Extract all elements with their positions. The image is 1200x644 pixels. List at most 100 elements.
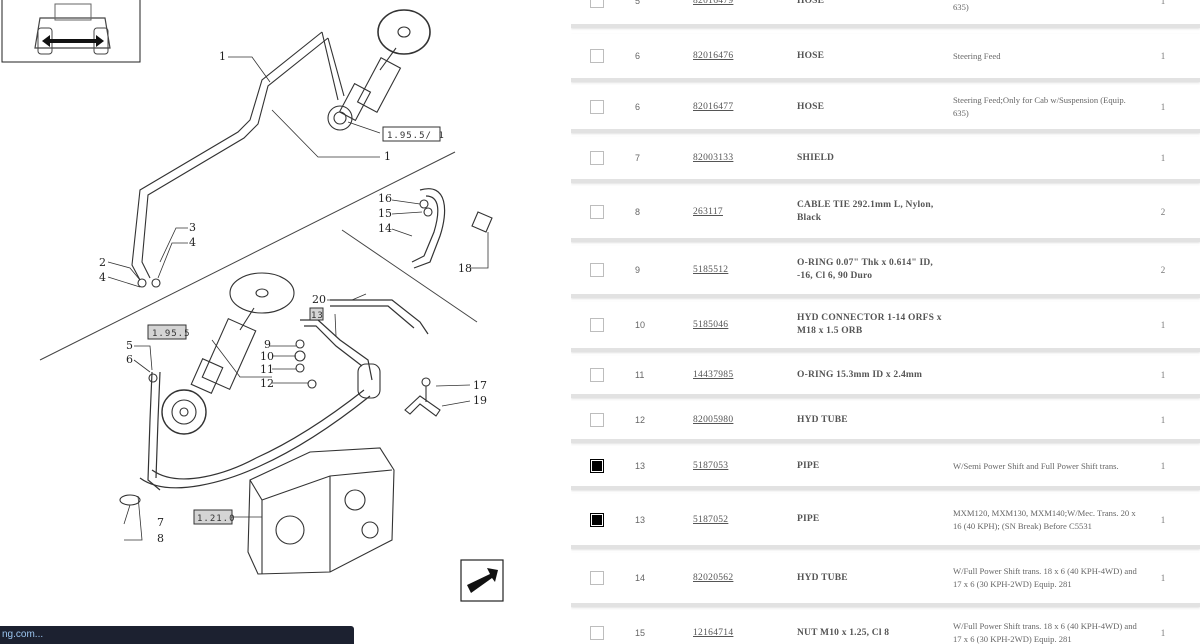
tractor-thumbnail[interactable] xyxy=(1,0,141,63)
row-checkbox[interactable] xyxy=(590,246,604,294)
part-number-link[interactable]: 82016477 xyxy=(693,102,734,112)
part-number-link[interactable]: 82016476 xyxy=(693,51,734,61)
part-remarks xyxy=(953,137,1143,179)
part-number-link[interactable]: 5187052 xyxy=(693,514,729,525)
part-remarks xyxy=(953,356,1143,394)
part-number-link[interactable]: 263117 xyxy=(693,207,723,217)
callout-label: 14 xyxy=(378,222,392,235)
ref-box-13[interactable]: 13 xyxy=(309,307,324,321)
row-checkbox[interactable] xyxy=(590,186,604,238)
parts-diagram: 1 1 2 3 4 4 5 6 7 8 9 10 11 12 14 15 16 … xyxy=(0,0,560,644)
part-remarks: W/Full Power Shift trans. 18 x 6 (40 KPH… xyxy=(953,621,1137,644)
item-number: 5 xyxy=(635,0,641,6)
leader-lines xyxy=(107,56,489,541)
part-quantity: 1 xyxy=(1160,628,1166,638)
item-number: 9 xyxy=(635,265,641,275)
part-remarks xyxy=(953,302,1143,348)
callout-label: 7 xyxy=(157,516,164,529)
part-remarks: Steering Feed;Only for Cab w/Suspension … xyxy=(953,2,969,12)
callout-label: 2 xyxy=(99,256,106,269)
part-remarks xyxy=(953,186,1143,238)
bracket xyxy=(404,395,441,417)
part-remarks: W/Full Power Shift trans. 18 x 6 (40 KPH… xyxy=(953,566,1137,589)
part-number-link[interactable]: 12164714 xyxy=(693,628,734,638)
part-quantity: 1 xyxy=(1160,415,1166,425)
row-checkbox[interactable] xyxy=(590,34,604,78)
part-number-link[interactable]: 5185512 xyxy=(693,265,729,275)
part-description: O-RING 15.3mm ID x 2.4mm xyxy=(797,369,923,380)
svg-text:1.95.5: 1.95.5 xyxy=(152,329,191,339)
table-row[interactable]: 9 5185512 O-RING 0.07" Thk x 0.614" ID, -1… xyxy=(571,246,1200,298)
row-checkbox[interactable] xyxy=(590,446,604,486)
callout-label: 15 xyxy=(378,207,392,220)
callout-label: 11 xyxy=(260,363,274,376)
part-number-link[interactable]: 82016479 xyxy=(693,0,734,6)
ref-box-1-95-5[interactable]: 1.95.5 xyxy=(147,324,191,340)
part-remarks: Steering Feed;Only for Cab w/Suspension … xyxy=(953,95,1126,118)
part-quantity: 1 xyxy=(1160,514,1166,525)
part-description: HOSE xyxy=(797,101,825,112)
svg-text:1.95.5/ 1: 1.95.5/ 1 xyxy=(387,131,445,141)
ref-box-1-95-5-1[interactable]: 1.95.5/ 1 xyxy=(382,126,445,142)
callout-label: 12 xyxy=(260,377,274,390)
row-checkbox[interactable] xyxy=(590,85,604,129)
transmission-housing xyxy=(247,447,395,575)
part-description: O-RING 0.07" Thk x 0.614" ID, -16, Cl 6,… xyxy=(797,258,933,281)
row-checkbox[interactable] xyxy=(590,137,604,179)
part-quantity: 1 xyxy=(1160,320,1166,330)
item-number: 6 xyxy=(635,51,641,61)
accumulator xyxy=(357,363,381,399)
row-checkbox[interactable] xyxy=(590,553,604,603)
next-page-arrow-icon[interactable] xyxy=(460,559,504,602)
part-number-link[interactable]: 5187053 xyxy=(693,461,729,471)
row-checkbox[interactable] xyxy=(590,356,604,394)
svg-text:1.21.0: 1.21.0 xyxy=(197,514,236,524)
callout-label: 16 xyxy=(378,192,392,205)
callout-label: 1 xyxy=(384,150,391,163)
part-number-link[interactable]: 82005980 xyxy=(693,415,734,425)
part-quantity: 1 xyxy=(1160,51,1166,61)
row-checkbox[interactable] xyxy=(590,494,604,545)
row-checkbox[interactable] xyxy=(590,302,604,348)
callout-label: 9 xyxy=(264,338,271,351)
part-quantity: 1 xyxy=(1160,461,1166,471)
callout-label: 20 xyxy=(312,293,326,306)
row-checkbox[interactable] xyxy=(590,0,604,24)
ref-box-1-21-0[interactable]: 1.21.0 xyxy=(193,509,236,525)
part-number-link[interactable]: 14437985 xyxy=(693,370,734,380)
part-remarks xyxy=(953,246,1143,294)
part-remarks: W/Semi Power Shift and Full Power Shift … xyxy=(953,460,1119,471)
part-number-link[interactable]: 5185046 xyxy=(693,320,729,330)
part-description: HOSE xyxy=(797,50,825,61)
status-bar-url: ng.com... xyxy=(0,626,354,644)
item-number: 13 xyxy=(635,461,646,471)
item-number: 10 xyxy=(635,320,646,330)
callout-label: 4 xyxy=(99,271,106,284)
part-number-link[interactable]: 82020562 xyxy=(693,573,734,583)
item-number: 11 xyxy=(635,370,645,380)
callout-label: 5 xyxy=(126,339,133,352)
row-checkbox[interactable] xyxy=(590,401,604,439)
lower-hoses xyxy=(139,188,446,491)
row-checkbox[interactable] xyxy=(590,610,604,644)
part-description: CABLE TIE 292.1mm L, Nylon, Black xyxy=(797,200,934,223)
exploded-view-drawing: 1 1 2 3 4 4 5 6 7 8 9 10 11 12 14 15 16 … xyxy=(1,0,504,602)
item-number: 14 xyxy=(635,573,646,583)
part-number-link[interactable]: 82003133 xyxy=(693,153,734,163)
callout-labels: 1 1 2 3 4 4 5 6 7 8 9 10 11 12 14 15 16 … xyxy=(99,50,487,545)
part-quantity: 1 xyxy=(1160,102,1166,112)
table-row[interactable]: 582016479HOSESteering Feed;Only for Cab … xyxy=(571,0,1200,28)
item-number: 12 xyxy=(635,415,646,425)
